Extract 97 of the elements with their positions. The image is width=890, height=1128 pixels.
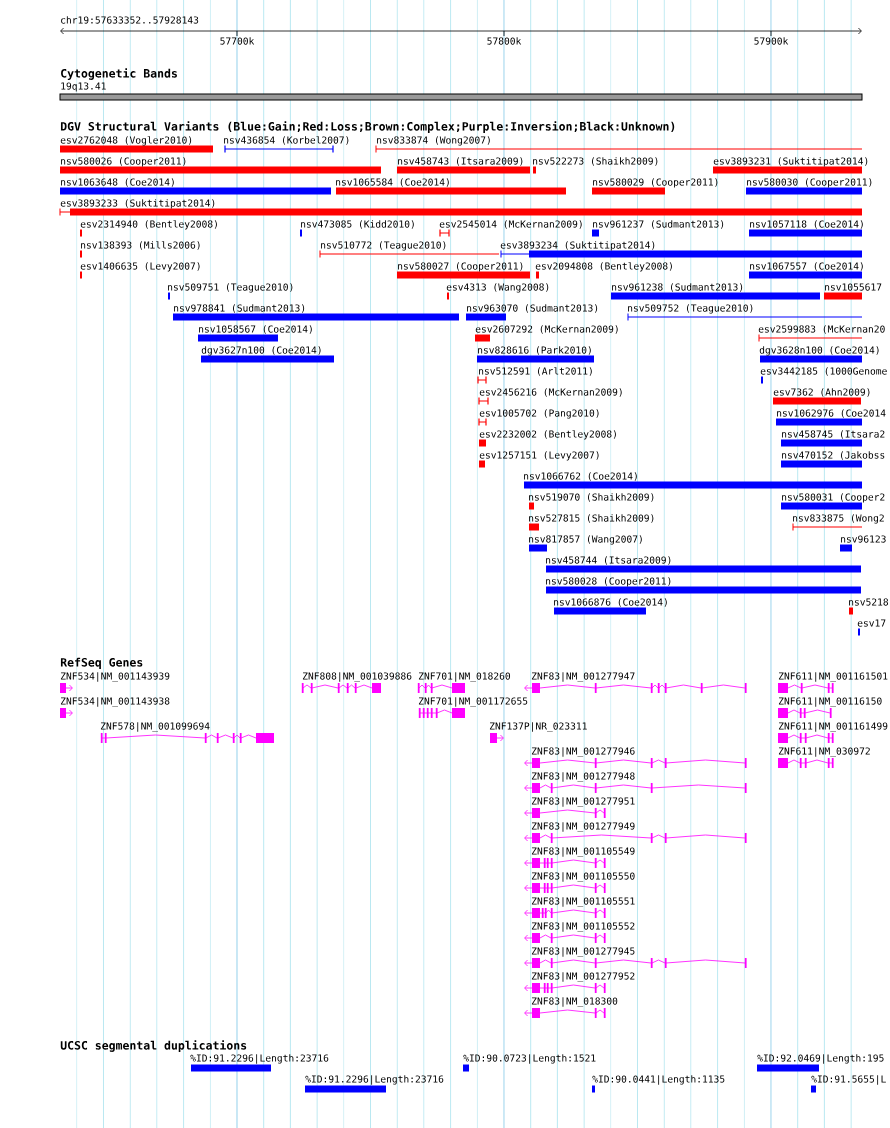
track-heading: RefSeq Genes <box>60 657 143 669</box>
track-heading: Cytogenetic Bands <box>61 68 177 80</box>
gene-label: ZNF611|NM_00116150 <box>778 697 882 707</box>
variant-label: esv2607292 (McKernan2009) <box>475 325 618 334</box>
gene-label: ZNF83|NM_001277946 <box>531 747 635 757</box>
variant-label: nsv512591 (Arlt2011) <box>479 367 592 376</box>
variant-label: nsv580026 (Cooper2011) <box>61 157 186 167</box>
variant-label: esv1257151 (Levy2007) <box>479 451 599 461</box>
variant-label: nsv509751 (Teague2010) <box>168 283 293 293</box>
variant-label: nsv138393 (Mills2006) <box>81 241 200 250</box>
tick-label: 57900k <box>754 37 789 45</box>
variant-label: nsv522273 (Shaikh2009) <box>533 157 658 166</box>
variant-label: nsv1067557 (Coe2014) <box>750 262 863 271</box>
variant-label: nsv828616 (Park2010) <box>478 346 591 355</box>
variant-label: esv1406635 (Levy2007) <box>80 262 200 272</box>
gene-label: ZNF137P|NR_023311 <box>489 722 587 732</box>
gene-label: ZNF83|NM_001277945 <box>531 947 635 957</box>
variant-label: esv2232002 (Bentley2008) <box>479 430 616 440</box>
gene-label: ZNF83|NM_018300 <box>531 997 618 1007</box>
variant-label: nsv527815 (Shaikh2009) <box>529 514 654 523</box>
variant-label: nsv519070 (Shaikh2009) <box>529 493 654 502</box>
duplication-label: %ID:90.0723|Length:1521 <box>463 1054 596 1064</box>
variant-label: esv2599883 (McKernan20 <box>758 325 885 334</box>
gene-label: ZNF83|NM_001277951 <box>531 797 635 807</box>
variant-label: dgv3628n100 (Coe2014) <box>759 346 879 356</box>
duplication-label: %ID:91.2296|Length:23716 <box>305 1075 444 1085</box>
variant-label: nsv5218 <box>849 598 889 606</box>
duplication-label: %ID:92.0469|Length:195 <box>757 1054 884 1064</box>
variant-label: esv3442185 (1000Genome <box>760 367 887 376</box>
variant-label: esv2456216 (McKernan2009) <box>479 388 622 397</box>
variant-label: esv3893233 (Suktitipat2014) <box>60 199 215 209</box>
variant-label: nsv1058567 (Coe2014) <box>199 325 312 334</box>
variant-label: esv4313 (Wang2008) <box>446 283 549 293</box>
gene-label: ZNF701|NM_018260 <box>418 672 511 682</box>
gene-label: ZNF83|NM_001105549 <box>531 847 635 857</box>
gene-label: ZNF611|NM_001161501 <box>778 672 888 682</box>
gene-label: ZNF83|NM_001277947 <box>531 672 635 682</box>
variant-label: nsv436854 (Korbel2007) <box>224 136 349 145</box>
gene-label: ZNF83|NM_001105550 <box>531 872 635 882</box>
gene-label: ZNF808|NM_001039886 <box>302 672 412 682</box>
variant-label: nsv961237 (Sudmant2013) <box>593 220 724 229</box>
variant-label: nsv473085 (Kidd2010) <box>301 220 414 229</box>
variant-label: esv17 <box>857 619 886 627</box>
gene-label: ZNF611|NM_001161499 <box>778 722 888 732</box>
variant-label: esv2762048 (Vogler2010) <box>60 136 192 146</box>
duplication-label: %ID:91.5655|L <box>811 1075 886 1085</box>
gene-label: ZNF83|NM_001277948 <box>531 772 635 782</box>
variant-label: nsv978841 (Sudmant2013) <box>174 304 305 313</box>
track-heading: UCSC segmental duplications <box>60 1040 247 1052</box>
variant-label: nsv470152 (Jakobss <box>782 451 885 460</box>
variant-label: nsv580028 (Cooper2011) <box>546 577 671 587</box>
tick-label: 57800k <box>487 37 522 45</box>
variant-label: esv3893231 (Suktitipat2014) <box>713 157 868 167</box>
variant-label: nsv580031 (Cooper2 <box>782 493 885 503</box>
duplication-label: %ID:90.0441|Length:1135 <box>592 1075 725 1085</box>
variant-label: esv2094808 (Bentley2008) <box>535 262 672 272</box>
variant-label: nsv1055617 <box>825 283 882 291</box>
duplication-label: %ID:91.2296|Length:23716 <box>190 1054 329 1064</box>
variant-label: nsv1063648 (Coe2014) <box>61 178 174 187</box>
variant-label: esv3893234 (Suktitipat2014) <box>500 241 655 251</box>
variant-label: nsv1065584 (Coe2014) <box>336 178 449 187</box>
gene-label: ZNF83|NM_001277949 <box>531 822 635 832</box>
gene-label: ZNF83|NM_001277952 <box>531 972 635 982</box>
variant-label: nsv510772 (Teague2010) <box>321 241 446 251</box>
gene-label: ZNF83|NM_001105552 <box>531 922 635 932</box>
variant-label: esv7362 (Ahn2009) <box>773 388 870 397</box>
variant-label: nsv1062976 (Coe2014 <box>777 409 886 418</box>
variant-label: esv2314940 (Bentley2008) <box>80 220 217 230</box>
variant-label: nsv963070 (Sudmant2013) <box>467 304 598 313</box>
variant-label: nsv458744 (Itsara2009) <box>546 556 671 565</box>
coordinate-label: chr19:57633352..57928143 <box>61 16 199 24</box>
gene-label: ZNF534|NM_001143939 <box>60 672 170 682</box>
gene-label: ZNF701|NM_001172655 <box>418 697 528 707</box>
variant-label: nsv458743 (Itsara2009) <box>398 157 523 166</box>
variant-label: nsv1057118 (Coe2014) <box>750 220 863 229</box>
variant-label: dgv3627n100 (Coe2014) <box>201 346 321 356</box>
gene-label: ZNF611|NM_030972 <box>778 747 870 757</box>
variant-label: nsv1066762 (Coe2014) <box>524 472 637 481</box>
track-heading: DGV Structural Variants (Blue:Gain;Red:Loss;Brown:Complex;Purple:Inversion;Black:Unknown) <box>60 121 675 133</box>
variant-label: nsv458745 (Itsara2 <box>782 430 885 439</box>
variant-label: nsv96123 <box>841 535 886 543</box>
variant-label: nsv1066876 (Coe2014) <box>554 598 667 607</box>
variant-label: nsv817857 (Wang2007) <box>529 535 642 545</box>
tick-label: 57700k <box>220 37 255 45</box>
band-label: 19q13.41 <box>61 82 106 92</box>
variant-label: esv2545014 (McKernan2009) <box>439 220 582 229</box>
gene-label: ZNF534|NM_001143938 <box>60 697 170 707</box>
variant-label: nsv509752 (Teague2010) <box>628 304 753 314</box>
variant-label: esv1005702 (Pang2010) <box>479 409 599 419</box>
variant-label: nsv580029 (Cooper2011) <box>593 178 718 188</box>
variant-label: nsv580030 (Cooper2011) <box>747 178 872 188</box>
gene-label: ZNF83|NM_001105551 <box>531 897 635 907</box>
variant-label: nsv833875 (Wong2 <box>793 514 884 524</box>
gene-label: ZNF578|NM_001099694 <box>100 722 210 732</box>
variant-label: nsv833874 (Wong2007) <box>377 136 490 146</box>
variant-label: nsv580027 (Cooper2011) <box>398 262 523 272</box>
variant-label: nsv961238 (Sudmant2013) <box>612 283 743 292</box>
